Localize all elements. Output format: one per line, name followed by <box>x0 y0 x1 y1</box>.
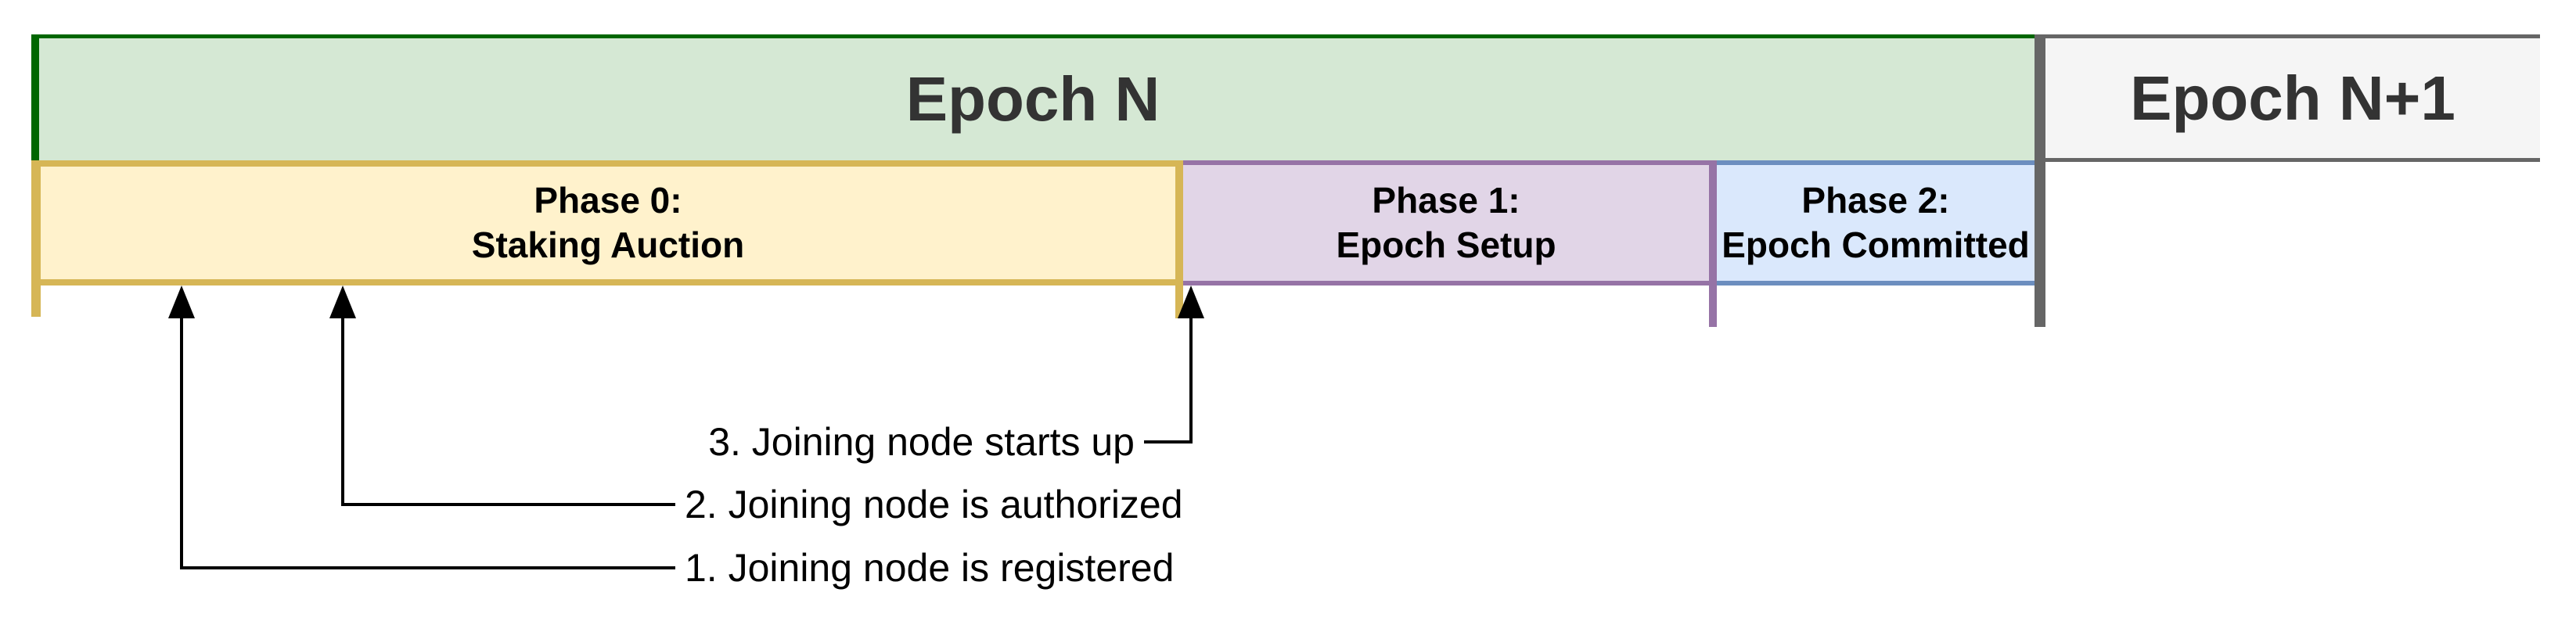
phase-2-box: Phase 2: Epoch Committed <box>1717 160 2035 285</box>
annotation-node-registered: 1. Joining node is registered <box>685 546 1175 590</box>
arrow-2-horizontal-line <box>341 503 675 506</box>
phase-0-end-marker-bar <box>1175 160 1183 318</box>
phase-0-start-marker-bar <box>31 160 41 317</box>
epoch-boundary-bar <box>2035 34 2045 327</box>
epoch-n-start-marker-bar <box>31 34 39 160</box>
epoch-n-plus-1-box: Epoch N+1 <box>2045 34 2540 162</box>
phase-2-label: Phase 2: Epoch Committed <box>1722 180 2030 265</box>
arrow-1-horizontal-line <box>180 566 675 569</box>
arrow-3-vertical-line <box>1189 296 1193 443</box>
phase-1-box: Phase 1: Epoch Setup <box>1183 160 1709 285</box>
phase-1-end-marker-bar <box>1709 160 1717 327</box>
epoch-n-plus-1-label: Epoch N+1 <box>2130 63 2455 133</box>
arrow-3-horizontal-line <box>1144 440 1193 443</box>
arrow-2-arrowhead-icon <box>329 285 356 318</box>
epoch-n-label: Epoch N <box>905 64 1160 134</box>
arrow-1-vertical-line <box>180 296 183 569</box>
arrow-3-arrowhead-icon <box>1178 285 1204 318</box>
phase-0-box: Phase 0: Staking Auction <box>41 160 1175 285</box>
annotation-node-starts-up: 3. Joining node starts up <box>708 420 1135 464</box>
arrow-1-arrowhead-icon <box>168 285 195 318</box>
arrow-2-vertical-line <box>341 296 344 506</box>
annotation-node-authorized: 2. Joining node is authorized <box>685 483 1183 526</box>
epoch-n-box: Epoch N <box>31 34 2035 160</box>
phase-0-label: Phase 0: Staking Auction <box>471 180 745 265</box>
phase-1-label: Phase 1: Epoch Setup <box>1336 180 1556 265</box>
